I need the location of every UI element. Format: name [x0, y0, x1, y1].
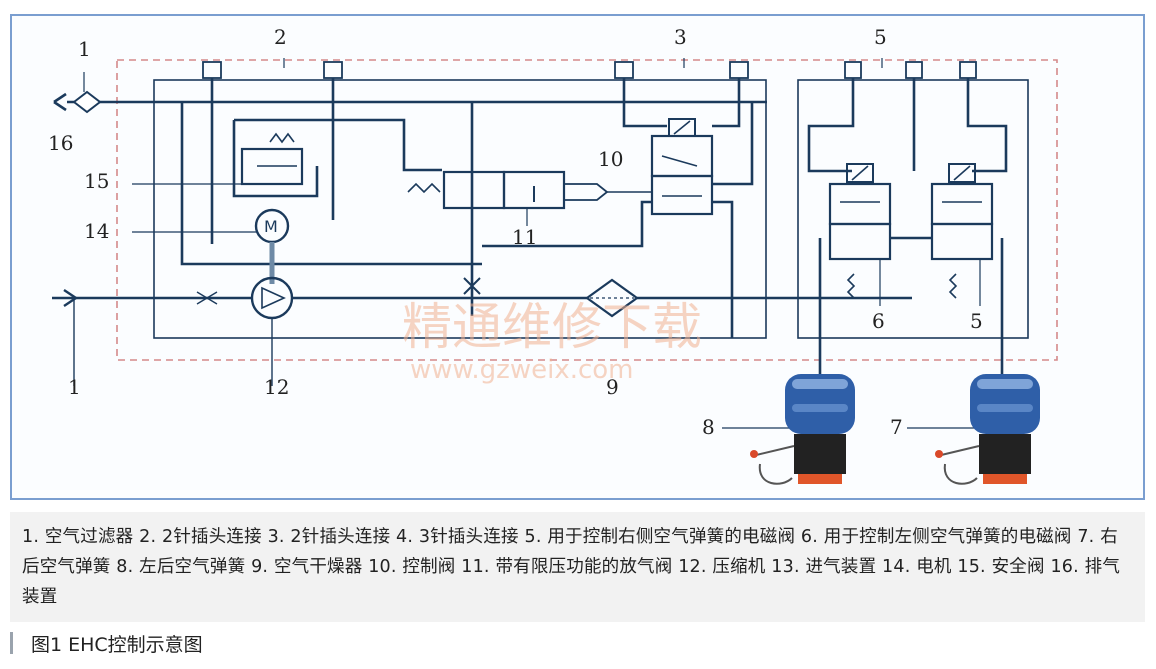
control-valve-lines — [712, 102, 754, 338]
legend-box: 1. 空气过滤器 2. 2针插头连接 3. 2针插头连接 4. 3针插头连接 5… — [10, 512, 1145, 622]
callout-14: 14 — [84, 219, 109, 243]
connector-5a — [844, 61, 862, 79]
intake-arrow — [63, 289, 79, 307]
motor-line — [180, 102, 482, 266]
safety-valve — [240, 147, 304, 186]
motor-letter: M — [264, 217, 278, 236]
callout-9: 9 — [606, 375, 619, 399]
ehc-schematic: M 精通维修下载 www.gzweix.com 1 2 3 5 16 10 15… — [48, 25, 1058, 485]
callout-8: 8 — [702, 415, 715, 439]
air-spring-right — [935, 374, 1040, 485]
exhaust-valve-spring — [407, 182, 441, 194]
watermark-url: www.gzweix.com — [410, 355, 634, 385]
callout-12: 12 — [264, 375, 289, 399]
figure-title: 图1 EHC控制示意图 — [31, 633, 203, 656]
solenoid-valve-left-top — [828, 182, 892, 226]
solenoid-valve-left-bottom — [828, 222, 892, 261]
connector-2b — [323, 61, 343, 79]
inner-left-box — [153, 79, 767, 339]
callout-7: 7 — [890, 415, 903, 439]
legend-text: 1. 空气过滤器 2. 2针插头连接 3. 2针插头连接 4. 3针插头连接 5… — [22, 527, 1121, 607]
callout-1b: 1 — [68, 375, 81, 399]
connector-3a — [614, 61, 634, 79]
callout-10: 10 — [598, 147, 623, 171]
air-spring-lines — [818, 236, 1004, 376]
callout-5a: 5 — [874, 25, 887, 49]
control-valve-top — [650, 134, 714, 178]
callout-5b: 5 — [970, 309, 983, 333]
solenoid-valve-left-coil — [846, 163, 874, 183]
connector-2-wires — [210, 78, 335, 244]
callout-1a: 1 — [78, 37, 91, 61]
exhaust-valve-left — [442, 170, 506, 210]
connector-5-wires — [807, 78, 1008, 173]
callout-15: 15 — [84, 169, 109, 193]
diagram-frame: M 精通维修下载 www.gzweix.com 1 2 3 5 16 10 15… — [10, 14, 1145, 500]
connector-5b — [905, 61, 923, 79]
connector-5c — [959, 61, 977, 79]
connector-2a — [202, 61, 222, 79]
connector-3b — [729, 61, 749, 79]
control-valve-bottom — [650, 174, 714, 216]
control-valve-solenoid — [668, 118, 696, 137]
callout-2: 2 — [274, 25, 287, 49]
safety-valve-lines — [232, 118, 442, 198]
callout-16: 16 — [48, 131, 73, 155]
air-filter — [72, 90, 102, 114]
callout-11: 11 — [512, 225, 537, 249]
figure-title-row: 图1 EHC控制示意图 — [10, 628, 203, 658]
air-spring-left — [750, 374, 855, 485]
compressor-arrow — [261, 286, 286, 310]
safety-valve-spring — [269, 132, 295, 144]
exhaust-valve-right — [502, 170, 566, 210]
control-valve-return — [482, 200, 652, 248]
figure-title-bar — [10, 632, 13, 654]
solenoid-valve-right-bottom — [930, 222, 994, 261]
solenoid-valve-right-coil — [948, 163, 976, 183]
connector-3-wires — [622, 78, 741, 128]
callout-6: 6 — [872, 309, 885, 333]
exhaust-arrow — [53, 92, 67, 112]
callout-3: 3 — [674, 25, 687, 49]
dashed-module-boundary — [116, 59, 1058, 361]
solenoid-valve-right-top — [930, 182, 994, 226]
watermark-cn: 精通维修下载 — [402, 298, 702, 356]
